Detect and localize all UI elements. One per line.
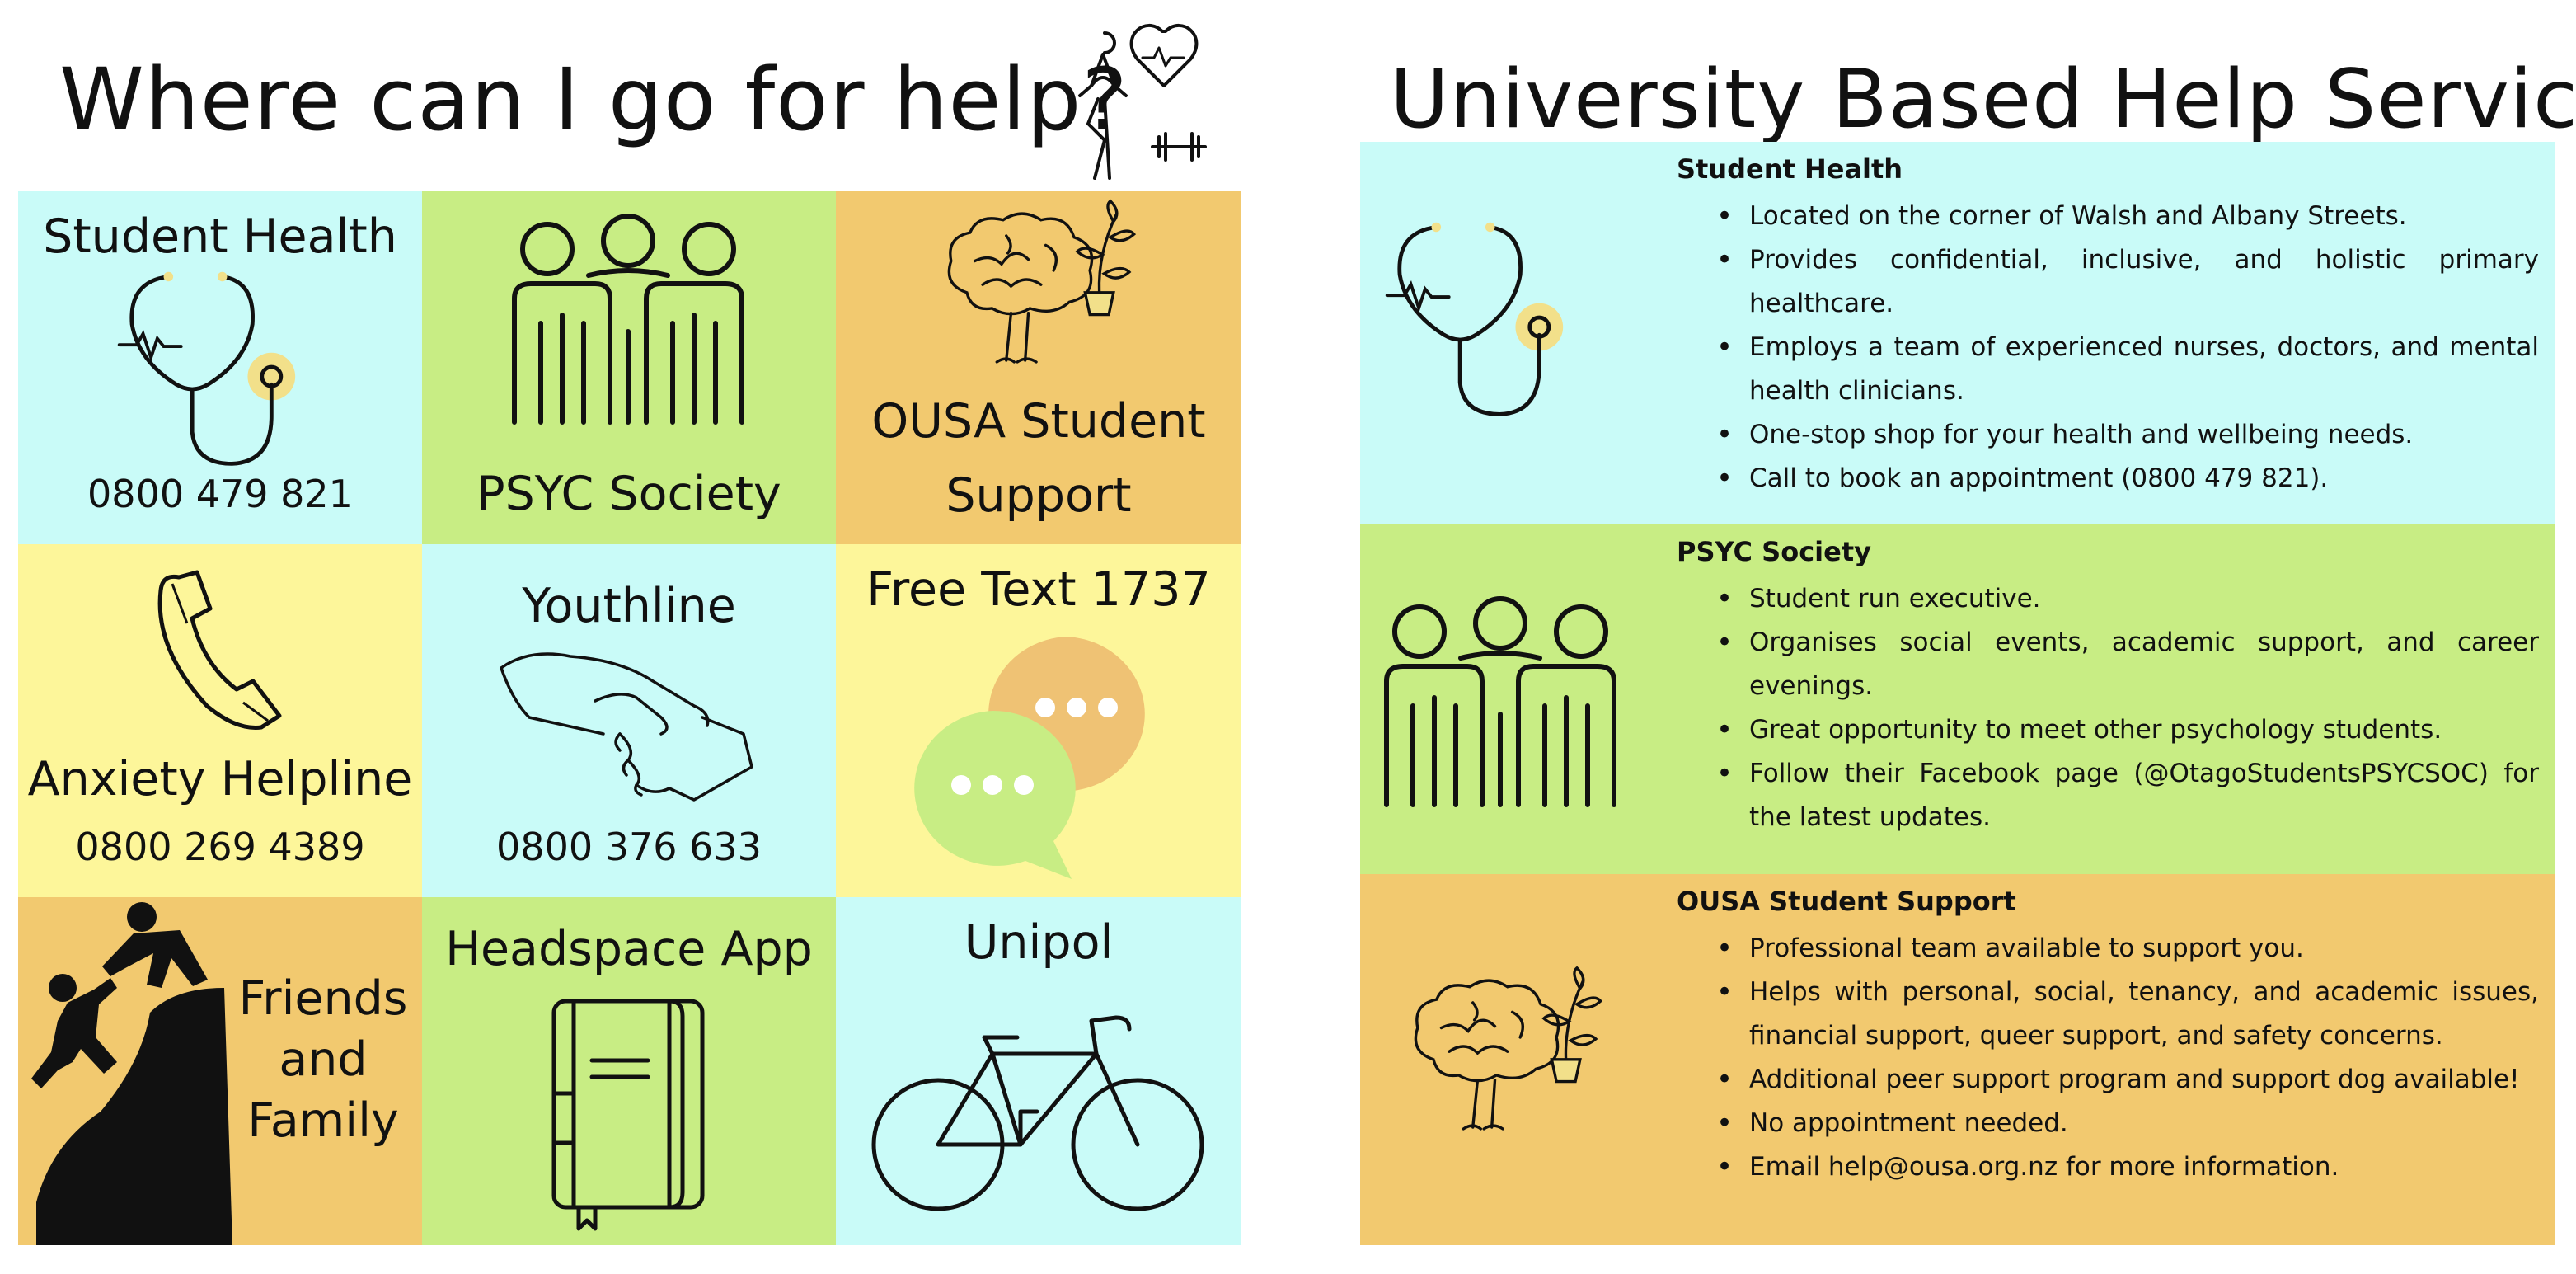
service-bullet: One-stop shop for your health and wellbe… bbox=[1706, 413, 2539, 457]
tile-ousa-student-support[interactable]: OUSA Student Support bbox=[836, 191, 1241, 544]
climbers-helping-icon bbox=[31, 902, 232, 1245]
tile-label: PSYC Society bbox=[476, 467, 781, 521]
service-bullet-list: Student run executive. Organises social … bbox=[1706, 577, 2539, 839]
tile-label-line3: Family bbox=[247, 1093, 399, 1148]
tile-label: Headspace App bbox=[445, 922, 813, 976]
brain-plant-icon bbox=[947, 199, 1137, 364]
tile-label: Youthline bbox=[522, 579, 736, 633]
tile-student-health[interactable]: Student Health 0800 479 821 bbox=[18, 191, 422, 544]
chat-bubbles-icon bbox=[914, 637, 1145, 879]
service-bullet-list: Professional team available to support y… bbox=[1706, 927, 2539, 1189]
group-people-icon bbox=[512, 214, 744, 425]
service-bullet: Additional peer support program and supp… bbox=[1706, 1058, 2539, 1102]
service-bullet: Student run executive. bbox=[1706, 577, 2539, 621]
tile-label-line2: Support bbox=[945, 468, 1132, 523]
service-panel-ousa-student-support: OUSA Student Support Professional team a… bbox=[1360, 874, 2555, 1245]
tile-anxiety-helpline[interactable]: Anxiety Helpline 0800 269 4389 bbox=[18, 544, 422, 897]
right-page-title: University Based Help Services bbox=[1390, 53, 2576, 147]
service-bullet: Follow their Facebook page (@OtagoStuden… bbox=[1706, 752, 2539, 839]
tile-headspace-app[interactable]: Headspace App bbox=[422, 897, 836, 1245]
tile-friends-and-family[interactable]: Friends and Family bbox=[18, 897, 422, 1245]
service-bullet: Call to book an appointment (0800 479 82… bbox=[1706, 457, 2539, 501]
service-bullet: Located on the corner of Walsh and Alban… bbox=[1706, 195, 2539, 238]
tile-free-text-1737[interactable]: Free Text 1737 bbox=[836, 544, 1241, 897]
telephone-icon bbox=[157, 570, 282, 730]
tile-psyc-society[interactable]: PSYC Society bbox=[422, 191, 836, 544]
notebook-icon bbox=[551, 999, 705, 1231]
service-bullet: Great opportunity to meet other psycholo… bbox=[1706, 708, 2539, 752]
stethoscope-icon bbox=[1385, 222, 1564, 416]
service-bullet: Provides confidential, inclusive, and ho… bbox=[1706, 238, 2539, 326]
tile-phone: 0800 479 821 bbox=[87, 472, 353, 516]
service-panel-title: OUSA Student Support bbox=[1677, 886, 2016, 917]
service-bullet: Employs a team of experienced nurses, do… bbox=[1706, 326, 2539, 413]
tile-label-line1: OUSA Student bbox=[871, 394, 1206, 449]
left-page-title: Where can I go for help? bbox=[59, 49, 1128, 150]
wellness-icon bbox=[1078, 24, 1207, 180]
service-panel-title: Student Health bbox=[1677, 153, 1903, 185]
bicycle-icon bbox=[871, 1015, 1204, 1211]
tile-label: Unipol bbox=[964, 915, 1114, 970]
tile-phone: 0800 376 633 bbox=[496, 825, 762, 869]
tile-unipol[interactable]: Unipol bbox=[836, 897, 1241, 1245]
service-bullet: Email help@ousa.org.nz for more informat… bbox=[1706, 1145, 2539, 1189]
service-panel-title: PSYC Society bbox=[1677, 536, 1871, 567]
tile-label: Student Health bbox=[43, 209, 397, 264]
tile-youthline[interactable]: Youthline 0800 376 633 bbox=[422, 544, 836, 897]
stethoscope-icon bbox=[117, 271, 296, 466]
service-bullet-list: Located on the corner of Walsh and Alban… bbox=[1706, 195, 2539, 501]
tile-label-line2: and bbox=[279, 1032, 368, 1087]
brain-plant-icon bbox=[1414, 966, 1603, 1131]
handshake-icon bbox=[500, 652, 753, 802]
tile-label: Anxiety Helpline bbox=[27, 752, 413, 806]
tile-phone: 0800 269 4389 bbox=[75, 825, 365, 869]
service-bullet: Professional team available to support y… bbox=[1706, 927, 2539, 971]
help-grid: Student Health 0800 479 821 bbox=[18, 191, 1241, 1245]
group-people-icon bbox=[1384, 596, 1616, 807]
service-bullet: Organises social events, academic suppor… bbox=[1706, 621, 2539, 708]
service-panel-student-health: Student Health Located on the corner of … bbox=[1360, 142, 2555, 524]
service-bullet: Helps with personal, social, tenancy, an… bbox=[1706, 971, 2539, 1058]
service-panel-psyc-society: PSYC Society Student run executive. Orga… bbox=[1360, 524, 2555, 874]
tile-label: Free Text 1737 bbox=[866, 562, 1211, 617]
service-bullet: No appointment needed. bbox=[1706, 1102, 2539, 1145]
tile-label-line1: Friends bbox=[238, 971, 408, 1026]
